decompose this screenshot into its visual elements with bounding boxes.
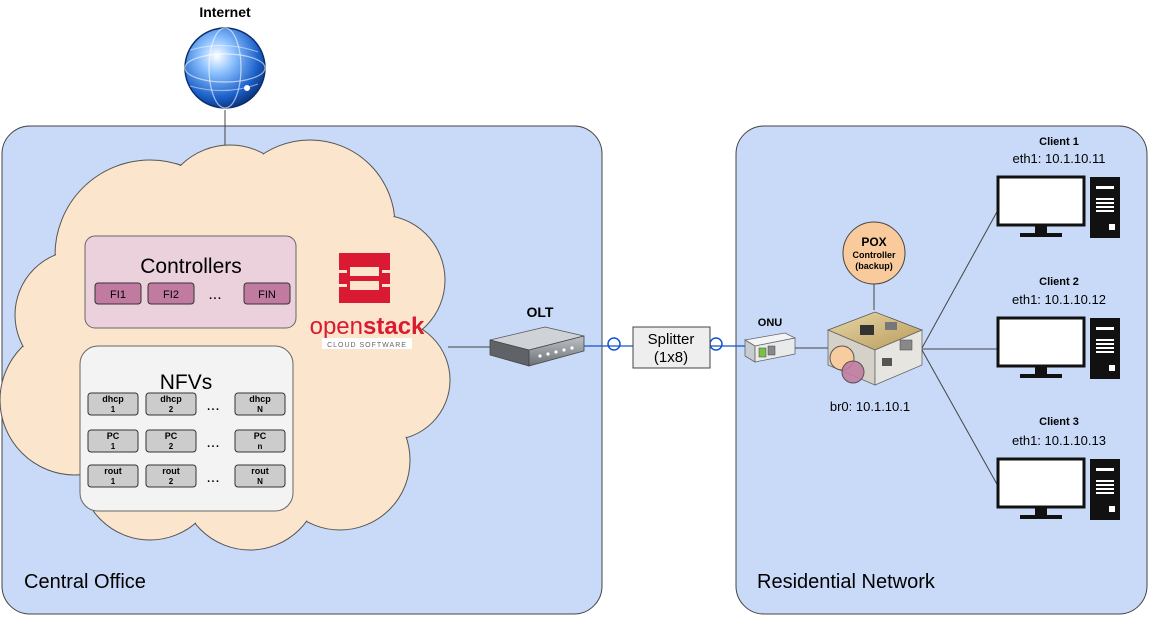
- svg-text:2: 2: [169, 405, 174, 414]
- nfv-pc-2: PC 2: [145, 429, 197, 453]
- controller-fin: FIN: [243, 282, 291, 305]
- fiber-connector-icon: [709, 337, 723, 351]
- desktop-computer-icon: [996, 175, 1120, 238]
- onu-label: ONU: [758, 317, 783, 329]
- pox-controller-text: Controller: [852, 250, 895, 260]
- residential-network-label: Residential Network: [757, 571, 936, 593]
- nfv-rout-2: rout 2: [145, 464, 197, 488]
- svg-text:PC: PC: [254, 431, 267, 441]
- openstack-tagline-bg: [322, 338, 412, 349]
- svg-text:PC: PC: [165, 431, 178, 441]
- router-client3-link: [921, 349, 999, 487]
- svg-text:2: 2: [169, 442, 174, 451]
- fiber-connector-icon: [607, 337, 621, 351]
- svg-text:FI1: FI1: [110, 289, 126, 301]
- client-1-address: eth1: 10.1.10.11: [1012, 151, 1105, 166]
- svg-text:dhcp: dhcp: [102, 394, 124, 404]
- client-3-address: eth1: 10.1.10.13: [1012, 433, 1106, 448]
- router-client1-link: [921, 209, 999, 349]
- splitter-label: Splitter: [648, 331, 695, 348]
- nfv-pc-1: PC 1: [87, 429, 139, 453]
- svg-text:2: 2: [169, 477, 174, 486]
- router-pink-badge: [841, 360, 865, 384]
- olt-device-icon: [489, 326, 585, 367]
- desktop-computer-icon: [996, 316, 1120, 379]
- openstack-wordmark: openstack: [310, 313, 425, 340]
- nfv-dhcp-n: dhcp N: [234, 392, 286, 416]
- svg-text:1: 1: [111, 442, 116, 451]
- splitter-box: [632, 326, 711, 369]
- controllers-title: Controllers: [140, 255, 242, 278]
- client-2-address: eth1: 10.1.10.12: [1012, 292, 1106, 307]
- openstack-logo-icon: [339, 253, 390, 303]
- nfv-row-2-ellipsis: ...: [206, 434, 219, 451]
- svg-text:1: 1: [111, 405, 116, 414]
- pox-label: POX: [861, 235, 886, 249]
- nfv-dhcp-2: dhcp 2: [145, 392, 197, 416]
- nfv-rout-1: rout 1: [87, 464, 139, 488]
- svg-text:FIN: FIN: [258, 289, 276, 301]
- nfv-row-1-ellipsis: ...: [206, 397, 219, 414]
- svg-text:n: n: [258, 442, 263, 451]
- svg-text:N: N: [257, 477, 263, 486]
- pox-controller-node: [842, 221, 906, 285]
- controller-fi2: FI2: [147, 282, 195, 305]
- pox-backup-text: (backup): [855, 261, 893, 271]
- nfv-row-3-ellipsis: ...: [206, 469, 219, 486]
- svg-text:dhcp: dhcp: [249, 394, 271, 404]
- nfv-rout-n: rout N: [234, 464, 286, 488]
- onu-device-icon: [743, 332, 797, 363]
- client-3-name: Client 3: [1039, 416, 1079, 428]
- controller-fi1: FI1: [94, 282, 142, 305]
- svg-text:rout: rout: [162, 466, 180, 476]
- svg-text:dhcp: dhcp: [160, 394, 182, 404]
- svg-text:rout: rout: [104, 466, 122, 476]
- router-address: br0: 10.1.10.1: [830, 399, 910, 414]
- openstack-tagline: CLOUD SOFTWARE: [327, 342, 407, 349]
- svg-text:1: 1: [111, 477, 116, 486]
- controllers-ellipsis: ...: [208, 286, 221, 303]
- nfvs-title: NFVs: [160, 371, 213, 394]
- internet-label: Internet: [199, 4, 251, 20]
- svg-text:PC: PC: [107, 431, 120, 441]
- globe-icon: [184, 27, 266, 109]
- client-2-name: Client 2: [1039, 276, 1079, 288]
- splitter-ratio: (1x8): [654, 349, 688, 366]
- controllers-panel: [84, 235, 297, 329]
- nfv-pc-n: PC n: [234, 429, 286, 453]
- svg-text:FI2: FI2: [163, 289, 179, 301]
- central-office-label: Central Office: [24, 571, 146, 593]
- client-1-name: Client 1: [1039, 136, 1079, 148]
- svg-text:N: N: [257, 405, 263, 414]
- nfv-dhcp-1: dhcp 1: [87, 392, 139, 416]
- desktop-computer-icon: [996, 457, 1120, 520]
- olt-label: OLT: [527, 304, 554, 320]
- svg-text:rout: rout: [251, 466, 269, 476]
